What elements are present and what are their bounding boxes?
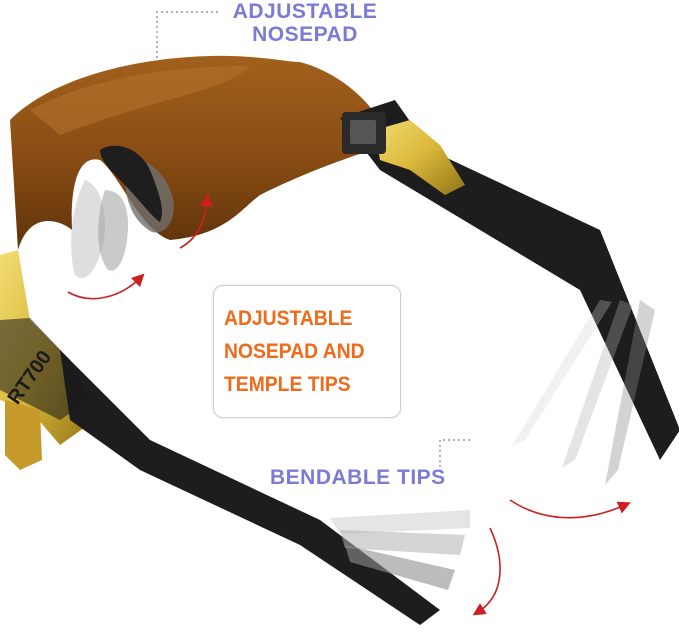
nosepad-callout: ADJUSTABLE NOSEPAD [220,0,390,46]
feature-text: ADJUSTABLE NOSEPAD AND TEMPLE TIPS [224,302,380,401]
adjust-arrows [67,193,631,616]
right-temple [340,100,679,460]
right-temple-tips [512,300,655,485]
feature-line3: TEMPLE TIPS [224,373,351,396]
bendable-tips-callout: BENDABLE TIPS [270,466,470,490]
feature-line1: ADJUSTABLE [224,307,353,330]
feature-line2: NOSEPAD AND [224,340,365,363]
lens-highlight [30,66,250,135]
left-temple-tips [330,510,470,590]
nosepad-callout-line1: ADJUSTABLE [232,0,378,23]
nosepad-callout-line2: NOSEPAD [252,23,358,46]
bendable-tips-label: BENDABLE TIPS [270,466,446,489]
feature-box: ADJUSTABLE NOSEPAD AND TEMPLE TIPS [213,285,401,418]
left-temple: RT700 [0,250,440,625]
nosepad [71,145,174,279]
